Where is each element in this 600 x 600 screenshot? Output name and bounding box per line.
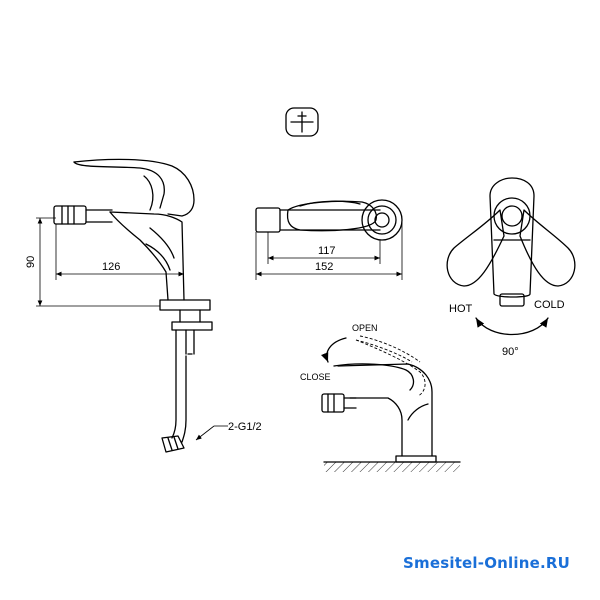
side-view: 2-G1/2 90 126 xyxy=(25,158,262,453)
open-close-view: OPEN CLOSE xyxy=(300,323,461,472)
handle-rotation-view: HOT COLD 90° xyxy=(446,177,576,358)
hot-label: HOT xyxy=(449,303,473,315)
open-label: OPEN xyxy=(352,323,378,333)
top-view: 117 152 xyxy=(255,199,403,280)
close-label: CLOSE xyxy=(300,372,331,382)
dimension-reach-126: 126 xyxy=(102,261,120,273)
dimension-length-152: 152 xyxy=(315,261,333,273)
hot-cold-symbol-icon xyxy=(285,107,319,137)
dimension-height-90: 90 xyxy=(25,256,37,268)
watermark-text: Smesitel-Online.RU xyxy=(403,554,570,572)
rotation-angle-label: 90° xyxy=(502,346,519,358)
cold-label: COLD xyxy=(534,299,565,311)
dimension-length-117: 117 xyxy=(318,245,336,257)
thread-size-label: 2-G1/2 xyxy=(228,421,262,433)
